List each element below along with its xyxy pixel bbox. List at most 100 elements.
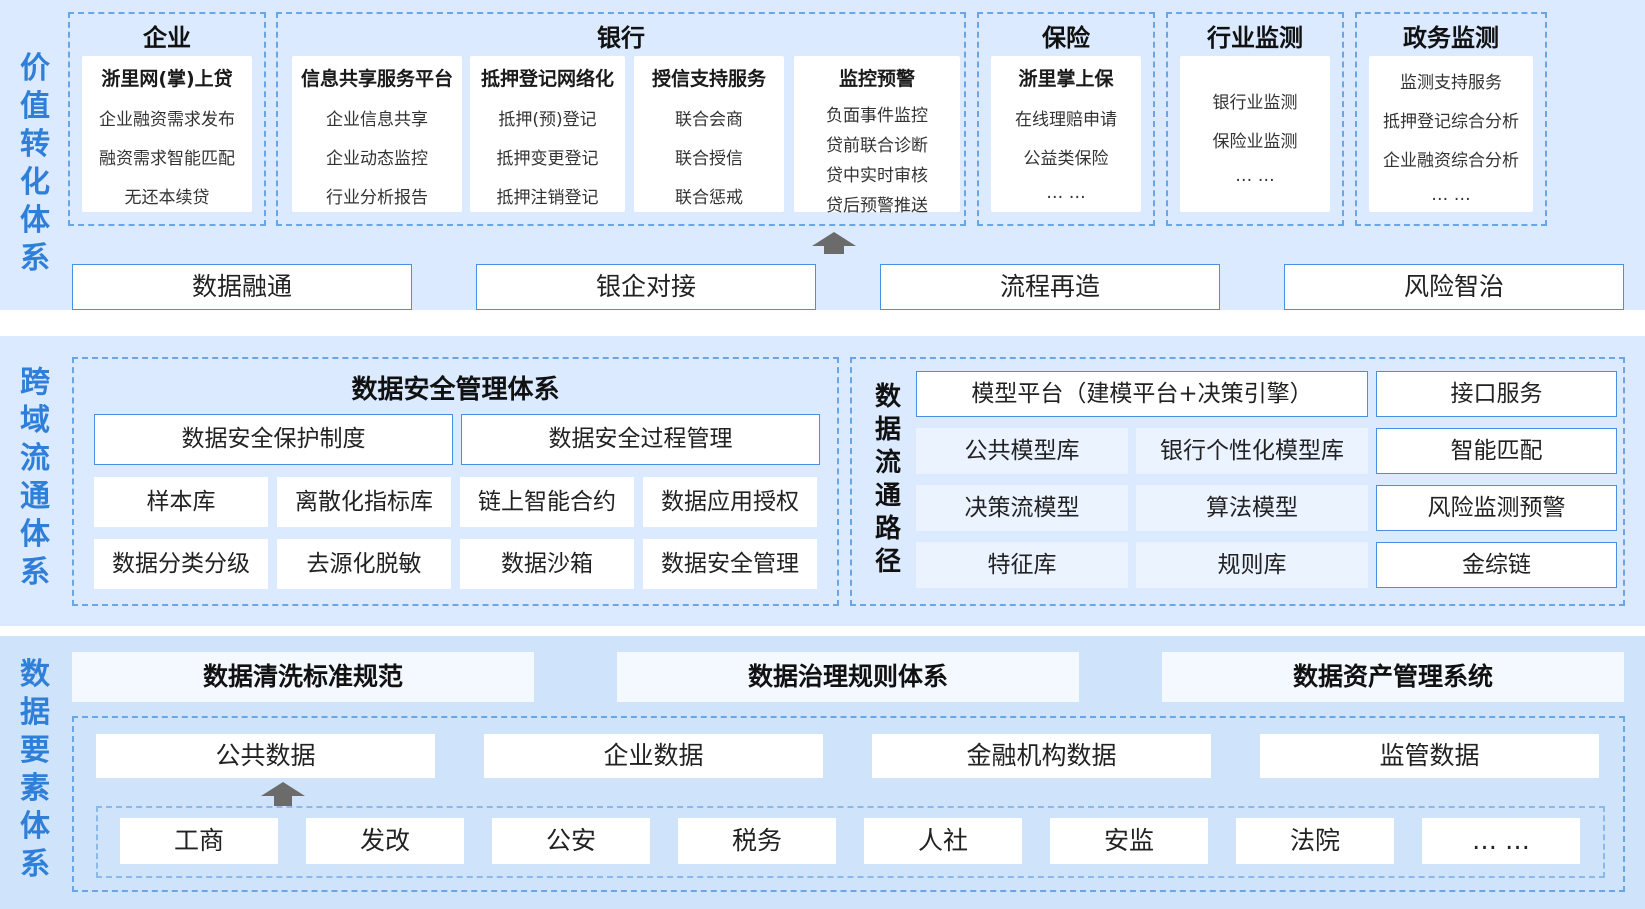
card-item: 保险业监测 <box>1212 132 1298 152</box>
security-item: 数据应用授权 <box>643 477 817 527</box>
card-item: 企业信息共享 <box>326 110 428 130</box>
standard-box: 数据资产管理系统 <box>1162 652 1624 702</box>
capability-box: 流程再造 <box>880 264 1220 310</box>
card-item: 融资需求智能匹配 <box>99 149 235 169</box>
card-item: 负面事件监控 <box>826 106 928 126</box>
group-enterprise: 企业 浙里网(掌)上贷 企业融资需求发布 融资需求智能匹配 无还本续贷 <box>68 12 266 226</box>
card-item: 在线理赔申请 <box>1015 110 1117 130</box>
flow-path-label: 数据流通路径 <box>874 382 901 577</box>
data-source: 税务 <box>678 818 836 864</box>
value-layer-side-label: 价值转化体系 <box>20 51 50 276</box>
card-item: … … <box>1235 166 1275 186</box>
card-government: 监测支持服务 抵押登记综合分析 企业融资综合分析 … … <box>1369 56 1533 212</box>
card-item: 抵押变更登记 <box>496 149 599 169</box>
card-item: 联合会商 <box>675 110 743 130</box>
security-item: 去源化脱敏 <box>277 539 451 589</box>
card-item: … … <box>1046 183 1086 203</box>
model-item: 银行个性化模型库 <box>1136 428 1368 474</box>
card-item: 贷中实时审核 <box>826 166 928 186</box>
security-system: 数据安全管理体系 数据安全保护制度 数据安全过程管理 样本库 离散化指标库 链上… <box>72 357 839 606</box>
model-item: 规则库 <box>1136 542 1368 588</box>
card-heading: 抵押登记网络化 <box>480 68 614 90</box>
card-item: 无还本续贷 <box>124 188 210 208</box>
standard-box: 数据清洗标准规范 <box>72 652 534 702</box>
standard-box: 数据治理规则体系 <box>617 652 1079 702</box>
capability-box: 银企对接 <box>476 264 816 310</box>
card-item: 公益类保险 <box>1023 149 1109 169</box>
up-arrow-stem <box>824 245 844 254</box>
data-category: 金融机构数据 <box>872 734 1211 778</box>
card-item: 联合授信 <box>675 149 743 169</box>
service-box: 接口服务 <box>1376 371 1617 417</box>
security-item: 数据分类分级 <box>94 539 268 589</box>
card-insurance: 浙里掌上保 在线理赔申请 公益类保险 … … <box>991 56 1141 212</box>
group-title: 行业监测 <box>1207 24 1303 52</box>
card-item: … … <box>1431 185 1471 205</box>
security-item: 链上智能合约 <box>460 477 634 527</box>
up-arrow-icon <box>261 782 305 796</box>
security-item: 离散化指标库 <box>277 477 451 527</box>
card-item: 抵押(预)登记 <box>498 110 597 130</box>
group-insurance: 保险 浙里掌上保 在线理赔申请 公益类保险 … … <box>977 12 1155 226</box>
card-item: 企业融资需求发布 <box>99 110 235 130</box>
capability-box: 数据融通 <box>72 264 412 310</box>
security-item: 样本库 <box>94 477 268 527</box>
card-heading: 授信支持服务 <box>651 68 766 90</box>
data-source: … … <box>1422 818 1580 864</box>
data-category: 企业数据 <box>484 734 823 778</box>
card-info-sharing: 信息共享服务平台 企业信息共享 企业动态监控 行业分析报告 <box>292 56 462 212</box>
data-source: 公安 <box>492 818 650 864</box>
card-item: 企业融资综合分析 <box>1383 151 1519 171</box>
model-item: 算法模型 <box>1136 485 1368 531</box>
security-item: 数据安全管理 <box>643 539 817 589</box>
service-box: 风险监测预警 <box>1376 485 1617 531</box>
card-item: 监测支持服务 <box>1400 73 1502 93</box>
service-box: 智能匹配 <box>1376 428 1617 474</box>
card-item: 企业动态监控 <box>326 149 428 169</box>
card-heading: 浙里掌上保 <box>1018 68 1114 90</box>
group-title: 保险 <box>1042 24 1090 52</box>
flow-layer-side-label: 跨域流通体系 <box>20 365 50 590</box>
security-item: 数据沙箱 <box>460 539 634 589</box>
data-source: 工商 <box>120 818 278 864</box>
card-enterprise-loan: 浙里网(掌)上贷 企业融资需求发布 融资需求智能匹配 无还本续贷 <box>82 56 252 212</box>
security-top-box: 数据安全过程管理 <box>461 414 820 465</box>
group-title: 银行 <box>597 24 645 52</box>
service-box: 金综链 <box>1376 542 1617 588</box>
card-item: 抵押注销登记 <box>496 188 599 208</box>
data-sources: 工商 发改 公安 税务 人社 安监 法院 … … <box>96 806 1605 878</box>
data-source: 人社 <box>864 818 1022 864</box>
card-item: 联合惩戒 <box>675 188 743 208</box>
card-industry: 银行业监测 保险业监测 … … <box>1180 56 1330 212</box>
group-industry: 行业监测 银行业监测 保险业监测 … … <box>1166 12 1344 226</box>
card-credit-support: 授信支持服务 联合会商 联合授信 联合惩戒 <box>634 56 784 212</box>
data-source: 法院 <box>1236 818 1394 864</box>
group-bank: 银行 信息共享服务平台 企业信息共享 企业动态监控 行业分析报告 抵押登记网络化… <box>276 12 966 226</box>
data-layer-side-label: 数据要素体系 <box>20 657 50 882</box>
card-mortgage: 抵押登记网络化 抵押(预)登记 抵押变更登记 抵押注销登记 <box>470 56 625 212</box>
security-top-box: 数据安全保护制度 <box>94 414 453 465</box>
data-category: 公共数据 <box>96 734 435 778</box>
card-monitoring: 监控预警 负面事件监控 贷前联合诊断 贷中实时审核 贷后预警推送 <box>794 56 960 216</box>
data-flow-path: 数据流通路径 模型平台（建模平台+决策引擎） 公共模型库 银行个性化模型库 决策… <box>850 357 1625 606</box>
data-catalog: 公共数据 企业数据 金融机构数据 监管数据 工商 发改 公安 税务 人社 安监 … <box>72 716 1625 892</box>
card-item: 行业分析报告 <box>326 188 428 208</box>
up-arrow-stem <box>274 796 292 806</box>
card-heading: 信息共享服务平台 <box>300 68 453 90</box>
capability-box: 风险智治 <box>1284 264 1624 310</box>
card-item: 贷后预警推送 <box>826 196 928 216</box>
model-item: 决策流模型 <box>916 485 1128 531</box>
data-category: 监管数据 <box>1260 734 1599 778</box>
group-government: 政务监测 监测支持服务 抵押登记综合分析 企业融资综合分析 … … <box>1355 12 1547 226</box>
data-source: 安监 <box>1050 818 1208 864</box>
card-heading: 浙里网(掌)上贷 <box>101 68 233 90</box>
card-item: 贷前联合诊断 <box>826 136 928 156</box>
up-arrow-icon <box>812 232 856 246</box>
card-heading: 监控预警 <box>838 68 915 90</box>
flow-layer <box>0 336 1645 626</box>
group-title: 企业 <box>143 24 191 52</box>
model-item: 公共模型库 <box>916 428 1128 474</box>
data-source: 发改 <box>306 818 464 864</box>
security-title: 数据安全管理体系 <box>351 375 560 405</box>
model-platform-box: 模型平台（建模平台+决策引擎） <box>916 371 1368 417</box>
